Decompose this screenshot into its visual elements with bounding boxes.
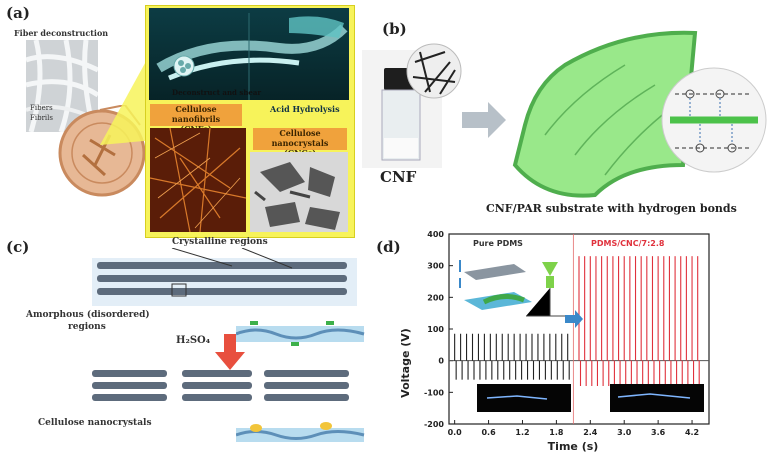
substrate-caption: CNF/PAR substrate with hydrogen bonds xyxy=(486,202,737,215)
fiber-sub-label-2: Fibrils xyxy=(30,114,53,122)
y-axis-label: Voltage (V) xyxy=(399,328,412,398)
cnc-label-line1: Cellulose nanocrystals xyxy=(271,128,329,148)
nanocrystal-closeup xyxy=(236,422,365,442)
cnf-afm-image xyxy=(150,128,246,232)
amorphous-closeup xyxy=(236,321,365,346)
x-tick-label: 2.4 xyxy=(583,428,598,437)
cnf-micrograph-circle xyxy=(406,43,462,99)
amorphous-label-1: Amorphous (disordered) xyxy=(26,310,150,320)
panel-b-label: (b) xyxy=(382,20,407,38)
hydrolysis-arrow xyxy=(215,334,245,370)
fiber-deconstruction-title: Fiber deconstruction xyxy=(14,28,109,38)
comparison-arrow xyxy=(565,310,583,328)
deconstruct-caption: Deconstruct and shear xyxy=(172,88,262,97)
y-tick-label: -200 xyxy=(424,420,444,429)
x-tick-label: 1.2 xyxy=(515,428,529,437)
x-tick-label: 3.0 xyxy=(617,428,632,437)
zoom-wedge xyxy=(100,45,155,145)
acid-hydrolysis-caption: Acid Hydrolysis xyxy=(270,104,340,114)
y-tick-label: -100 xyxy=(424,388,444,397)
x-tick-label: 1.8 xyxy=(549,428,564,437)
crystalline-label: Crystalline regions xyxy=(172,237,268,247)
hydrogen-bond-diagram xyxy=(661,67,767,173)
cnc-label-box: Cellulose nanocrystals (CNCs) xyxy=(253,128,347,158)
right-video-inset xyxy=(610,384,704,412)
x-tick-label: 0.6 xyxy=(481,428,496,437)
y-tick-label: 100 xyxy=(427,325,444,334)
cnf-text: CNF xyxy=(380,168,417,186)
nanocrystals-label: Cellulose nanocrystals xyxy=(38,418,152,428)
y-tick-label: 200 xyxy=(427,293,444,302)
right-panel-title: PDMS/CNC/7:2.8 xyxy=(591,239,665,248)
x-tick-label: 0.0 xyxy=(448,428,463,437)
acid-label: H₂SO₄ xyxy=(176,335,211,346)
x-axis-label: Time (s) xyxy=(548,440,599,453)
panel-d-label: (d) xyxy=(376,238,401,256)
teng-device-illustration xyxy=(454,252,572,324)
cnf-label-box: Cellulose nanofibrils (CNFs) xyxy=(150,104,242,134)
y-tick-label: 0 xyxy=(438,357,444,366)
fiber-sub-label-1: Fibers xyxy=(30,104,53,112)
y-tick-label: 300 xyxy=(427,262,444,271)
left-panel-title: Pure PDMS xyxy=(473,239,523,248)
process-arrow xyxy=(462,102,506,138)
x-tick-label: 4.2 xyxy=(685,428,699,437)
amorphous-label-2: regions xyxy=(68,322,106,332)
left-video-inset xyxy=(477,384,571,412)
cnf-vial-image xyxy=(362,50,442,168)
cnc-tem-image xyxy=(250,152,348,232)
nanocrystal-segments xyxy=(92,370,349,401)
y-tick-label: 400 xyxy=(427,230,444,239)
panel-a-label: (a) xyxy=(6,4,30,22)
x-tick-label: 3.6 xyxy=(651,428,666,437)
cellulose-chain-bundle xyxy=(92,248,357,306)
cnf-label-line1: Cellulose nanofibrils xyxy=(171,104,221,124)
fibril-render xyxy=(149,8,349,100)
panel-c-label: (c) xyxy=(6,238,30,256)
